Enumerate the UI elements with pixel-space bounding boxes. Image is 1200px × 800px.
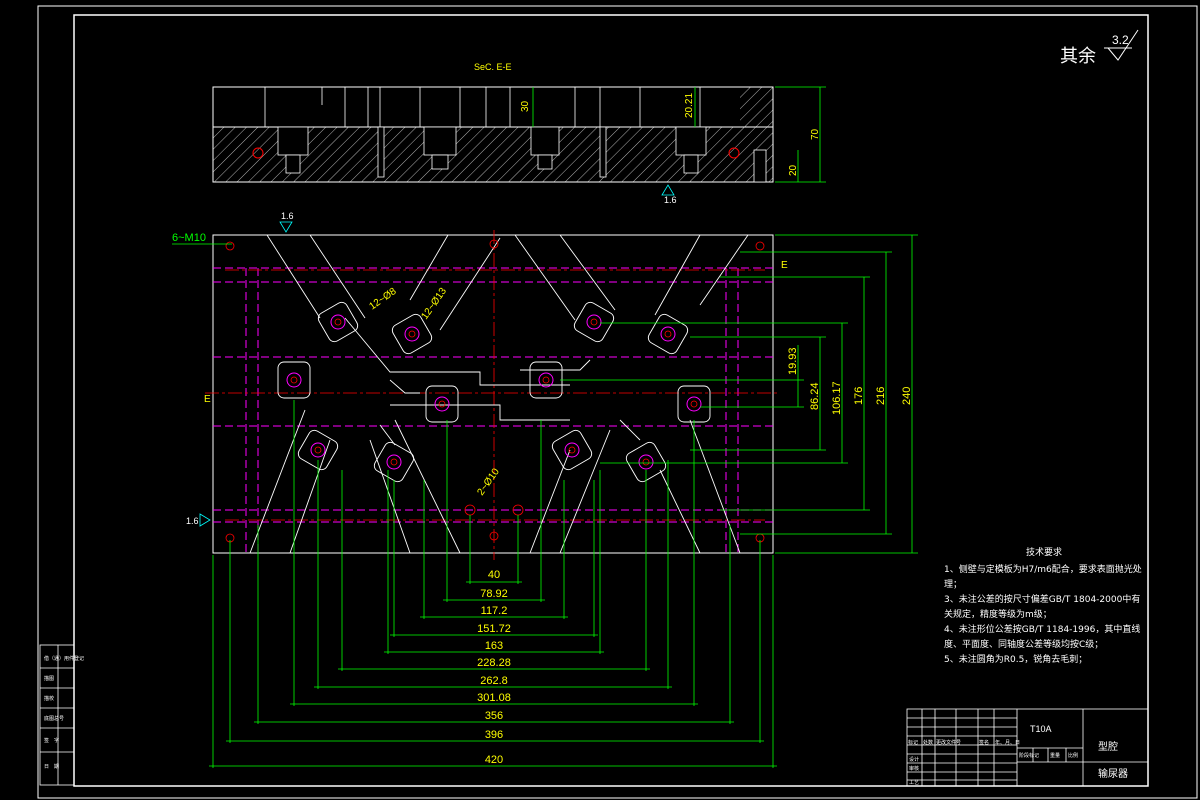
hdim-0: 40 <box>488 569 500 581</box>
section-mark-left: E <box>204 394 211 405</box>
technical-requirement-item: 4、未注形位公差按GB/T 1184-1996，其中直线度、平面度、同轴度公差等… <box>944 625 1141 650</box>
title-block-stage-1: 重量 <box>1050 752 1060 759</box>
hole-callout-0: 12~Ø8 <box>367 286 398 313</box>
side-strip-cell-0: 借（通）用件登记 <box>44 655 84 662</box>
roughness-3: 1.6 <box>186 516 199 526</box>
section-view: 30 20.21 70 20 1.6 <box>212 86 826 205</box>
horizontal-dimensions <box>209 400 777 768</box>
title-block-header-1: 处数 <box>923 739 933 746</box>
roughness-other-symbol: 其余 3.2 <box>1060 29 1139 66</box>
side-strip-cell-2: 描校 <box>44 695 54 702</box>
hdim-3: 151.72 <box>477 623 511 635</box>
plan-callouts: 6~M10 12~Ø8 12~Ø13 2~Ø10 E E 1.6 1.6 <box>172 211 788 527</box>
vdim-2: 106.17 <box>831 381 843 415</box>
title-block-drawing-type: 型腔 <box>1098 740 1118 753</box>
hole-callout-1: 12~Ø13 <box>419 286 449 322</box>
technical-requirement-item: 3、未注公差的按尺寸偏差GB/T 1804-2000中有关规定，精度等级为m级； <box>944 595 1141 620</box>
title-block-part-name: 输尿器 <box>1098 767 1128 780</box>
side-strip-cell-5: 日 期 <box>44 764 59 770</box>
title-block-header-4: 年、月、日 <box>995 739 1020 746</box>
roughness-other-value: 3.2 <box>1112 33 1129 47</box>
title-block-stage-2: 比例 <box>1068 752 1078 759</box>
section-dim-2: 70 <box>810 128 821 140</box>
vdim-5: 240 <box>901 387 913 405</box>
vdim-3: 176 <box>853 387 865 405</box>
hole-callout-2: 2~Ø10 <box>475 466 502 497</box>
hdim-10: 420 <box>485 754 503 766</box>
side-strip <box>39 644 75 786</box>
side-strip-cell-1: 描图 <box>44 675 54 682</box>
hdim-5: 228.28 <box>477 657 511 669</box>
section-label: SeC. E-E <box>474 62 512 72</box>
hdim-2: 117.2 <box>481 605 508 617</box>
title-block-row-1: 审核 <box>909 765 919 772</box>
technical-requirement-item: 1、侧壁与定模板为H7/m6配合，要求表面抛光处理； <box>944 565 1142 590</box>
title-block-header-0: 标记 <box>908 739 918 746</box>
title-block-header-2: 更改文件号 <box>936 739 961 746</box>
section-dim-0: 30 <box>520 100 531 112</box>
section-mark-right: E <box>781 260 788 271</box>
technical-requirement-item: 5、未注圆角为R0.5，锐角去毛刺； <box>944 655 1088 665</box>
vdim-1: 86.24 <box>809 382 821 410</box>
section-dim-1: 20.21 <box>684 93 695 118</box>
title-block-stage-0: 阶段标记 <box>1019 752 1039 759</box>
hdim-4: 163 <box>485 640 503 652</box>
hdim-9: 396 <box>485 729 503 741</box>
vdim-0: 19.93 <box>787 347 799 375</box>
thread-callout: 6~M10 <box>172 232 206 244</box>
technical-requirements: 技术要求 1、侧壁与定模板为H7/m6配合，要求表面抛光处理； 3、未注公差的按… <box>944 546 1144 668</box>
title-block-row-0: 设计 <box>909 756 919 763</box>
roughness-other-label: 其余 <box>1060 46 1096 66</box>
roughness-2: 1.6 <box>281 211 294 221</box>
hdim-1: 78.92 <box>480 588 508 600</box>
vdim-4: 216 <box>875 387 887 405</box>
title-block-header-3: 签名 <box>979 739 989 746</box>
roughness-1: 1.6 <box>664 195 677 205</box>
hdim-6: 262.8 <box>480 675 508 687</box>
technical-requirements-title: 技术要求 <box>1025 548 1062 558</box>
title-block-material: T10A <box>1030 724 1052 734</box>
side-strip-cell-4: 签 字 <box>44 737 59 744</box>
section-dim-3: 20 <box>788 164 799 176</box>
vertical-dimensions <box>560 234 918 554</box>
side-strip-cell-3: 底图总号 <box>44 715 64 722</box>
plan-view <box>205 230 780 560</box>
hdim-8: 356 <box>485 710 503 722</box>
title-block <box>906 708 1149 787</box>
title-block-row-2: 工艺 <box>909 780 919 786</box>
hdim-7: 301.08 <box>477 692 511 704</box>
